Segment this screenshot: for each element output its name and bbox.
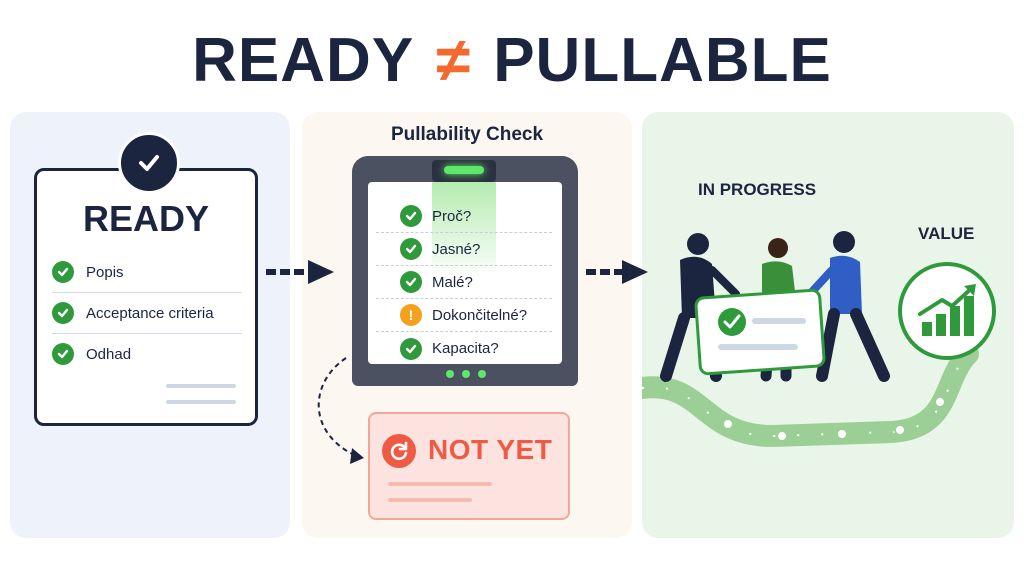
check-icon [52,261,74,283]
scanner-dot [478,370,486,378]
check-item-jasne: Jasné? [376,233,552,266]
check-item-label: Jasné? [432,240,481,258]
pullability-checklist: Proč? Jasné? Malé? ! Dokončitelné? Kapac… [376,200,552,365]
value-label: VALUE [918,224,975,243]
ready-item-acceptance: Acceptance criteria [52,293,242,334]
ready-checklist: Popis Acceptance criteria Odhad [52,252,242,374]
ready-card [34,168,258,426]
check-icon [400,271,422,293]
refresh-icon [382,434,416,468]
ready-item-odhad: Odhad [52,334,242,374]
placeholder-line [166,400,236,404]
growth-bars-icon [918,284,976,336]
check-item-dokoncitelne: ! Dokončitelné? [376,299,552,332]
warning-icon: ! [400,304,422,326]
check-item-proc: Proč? [376,200,552,233]
check-icon [400,337,422,360]
scanner-dot [462,370,470,378]
ready-item-label: Odhad [86,345,132,363]
scanner-light [444,166,484,174]
not-yet-label: NOT YET [428,434,553,465]
placeholder-line [388,482,492,486]
in-progress-label: IN PROGRESS [698,180,817,199]
check-item-label: Dokončitelné? [432,306,528,324]
arrow-right-icon [586,260,648,284]
pullability-check-title: Pullability Check [390,124,544,145]
ready-item-label: Acceptance criteria [86,304,214,322]
team-carrying-card-illustration [660,231,890,382]
ready-item-label: Popis [86,263,124,281]
check-icon [52,343,74,365]
placeholder-line [388,498,472,502]
progress-path [642,343,979,448]
check-badge-icon [118,132,180,194]
value-chart-icon [898,262,996,360]
title-left: READY [192,25,415,95]
check-icon [400,238,422,260]
not-equal-symbol: ≠ [436,25,472,95]
page-title: READY ≠ PULLABLE [0,24,1024,96]
arrow-right-icon [266,260,334,284]
check-item-label: Malé? [432,273,473,291]
check-icon [52,302,74,324]
scan-beam [432,182,496,272]
check-item-label: Kapacita? [432,340,499,357]
scanner-dot [446,370,454,378]
check-icon [400,205,422,227]
check-item-kapacita: Kapacita? [376,332,552,365]
check-item-label: Proč? [432,207,472,225]
reject-path-arrow [317,357,364,464]
ready-item-popis: Popis [52,252,242,293]
ready-heading: READY [82,198,210,239]
title-right: PULLABLE [493,25,832,95]
placeholder-line [166,384,236,388]
check-item-male: Malé? [376,266,552,299]
